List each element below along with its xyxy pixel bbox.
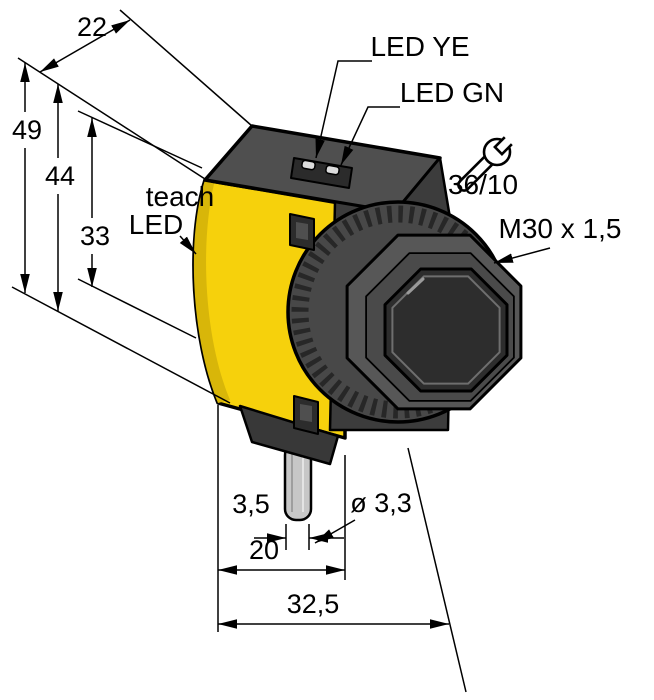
- leader-cable-diameter: [314, 519, 356, 544]
- leader-teach-led: [179, 235, 197, 255]
- annotation-texts: 22 49 44 33 3,5 20 32,5 ø 3,3 LED YE LED…: [12, 12, 622, 619]
- label-torque-spec: 36/10: [448, 169, 518, 200]
- dim-text-44: 44: [45, 161, 75, 191]
- dim-text-49: 49: [12, 115, 42, 145]
- ext-line-22-upper: [119, 9, 253, 127]
- wrench-icon: [457, 136, 513, 192]
- ext-line-32-5-right: [407, 447, 467, 693]
- housing-edge-shading: [193, 180, 230, 403]
- led-yellow-indicator: [301, 159, 316, 171]
- label-teach-line1: teach: [146, 181, 215, 212]
- leader-led-green: [340, 106, 400, 166]
- lens-inner-ring: [391, 275, 501, 385]
- label-led-green: LED GN: [400, 77, 504, 108]
- ext-line-33-top: [77, 110, 203, 169]
- lens-face: [383, 267, 509, 393]
- lens-glint: [406, 277, 425, 295]
- mounting-clip-top-notch: [296, 222, 308, 240]
- dim-text-22: 22: [77, 12, 107, 42]
- ext-line-33-bottom: [77, 278, 197, 339]
- mounting-clip-bottom-notch: [300, 404, 312, 422]
- dim-line-22: [39, 19, 131, 73]
- dimension-lines: [11, 9, 551, 693]
- ext-line-bottom-left: [11, 286, 231, 404]
- dim-text-3-5: 3,5: [232, 489, 270, 519]
- ext-line-left-top: [17, 57, 206, 180]
- label-thread-spec: M30 x 1,5: [499, 213, 622, 244]
- label-teach-line2: LED: [129, 209, 183, 240]
- dim-text-cable-diameter: ø 3,3: [350, 488, 412, 518]
- led-green-indicator: [325, 164, 340, 176]
- wrench-jaw: [493, 136, 513, 156]
- dim-text-32-5: 32,5: [287, 589, 340, 619]
- label-led-yellow: LED YE: [370, 31, 469, 62]
- leader-led-yellow: [315, 60, 372, 159]
- sensor-body: [192, 124, 523, 522]
- dim-text-33: 33: [80, 221, 110, 251]
- dim-text-20: 20: [249, 535, 279, 565]
- leader-thread-spec: [493, 247, 551, 264]
